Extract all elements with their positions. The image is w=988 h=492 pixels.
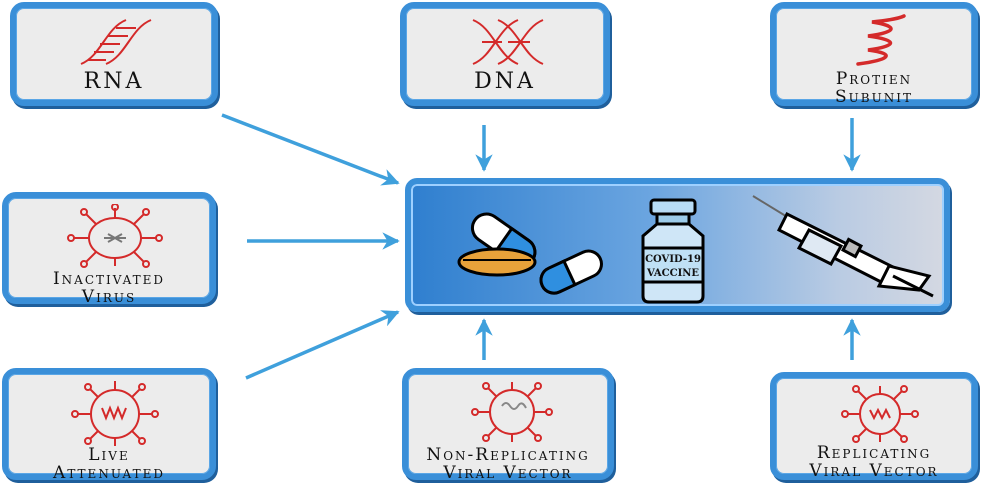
node-rna-label: RNA [83, 69, 145, 94]
node-live-label-2: Attenuated [53, 463, 165, 483]
virus-icon [71, 381, 159, 446]
dna-helix-icon [80, 19, 152, 65]
node-live-attenuated: Live Attenuated [2, 368, 216, 483]
vaccine-center-box: COVID-19 VACCINE [405, 178, 950, 312]
arrow-rna [221, 113, 400, 186]
node-dna: DNA [400, 2, 610, 106]
pills-icon [457, 212, 603, 295]
node-rna: RNA [10, 2, 218, 106]
arrow-live [245, 310, 400, 380]
virus-icon [67, 204, 163, 268]
node-non-replicating-viral-vector: Non-Replicating Viral Vector [402, 368, 614, 483]
vial-text-vaccine: VACCINE [646, 268, 699, 279]
node-dna-label: DNA [474, 69, 536, 94]
syringe-icon [752, 195, 934, 298]
node-live-label-1: Live [88, 445, 130, 465]
vial-text-covid: COVID-19 [645, 254, 701, 265]
virus-icon [841, 385, 919, 443]
node-inactivated-label-1: Inactivated [52, 269, 166, 289]
node-inactivated-label-2: Virus [81, 287, 137, 307]
protein-helix-icon [856, 14, 906, 66]
node-protein-subunit: Protien Subunit [770, 2, 978, 107]
node-rep-label-2: Viral Vector [809, 461, 939, 481]
virus-icon [471, 382, 553, 442]
node-protein-subunit-label-2: Subunit [835, 87, 913, 107]
dna-helix-icon [472, 19, 544, 65]
node-rep-label-1: Replicating [816, 443, 932, 463]
node-protein-subunit-label-1: Protien [835, 69, 913, 89]
node-replicating-viral-vector: Replicating Viral Vector [770, 372, 978, 481]
vaccine-vial-icon: COVID-19 VACCINE [641, 198, 705, 304]
node-inactivated-virus: Inactivated Virus [2, 192, 216, 307]
node-nonrep-label-2: Viral Vector [443, 463, 573, 483]
node-nonrep-label-1: Non-Replicating [426, 445, 590, 465]
